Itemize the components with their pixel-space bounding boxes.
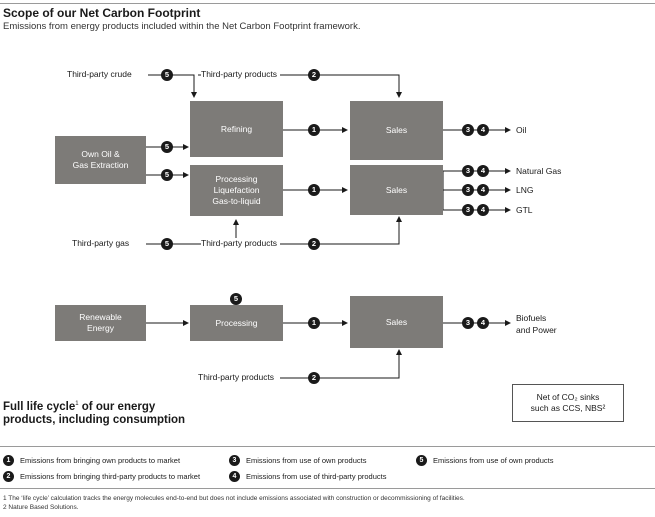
legend-top-rule (0, 446, 655, 447)
footnote-2: 2 Nature Based Solutions. (3, 504, 79, 511)
refining-box: Refining (190, 101, 283, 157)
badge-1-refining: 1 (308, 124, 320, 136)
output-biofuels-power: Biofuels and Power (516, 313, 557, 335)
legend-bottom-rule (0, 488, 655, 489)
label-third-party-products-top: Third-party products (201, 69, 281, 80)
legend-text-5: Emissions from use of own products (433, 456, 554, 465)
legend-badge-1: 1 (3, 455, 14, 466)
badge-1-processing: 1 (308, 184, 320, 196)
badge-5-crude: 5 (161, 69, 173, 81)
footnote-1: 1 The ‘life cycle’ calculation tracks th… (3, 495, 465, 502)
legend-text-2: Emissions from bringing third-party prod… (20, 472, 201, 481)
badge-3-gtl: 3 (462, 204, 474, 216)
badge-5-ownoil-processing: 5 (161, 169, 173, 181)
badge-4-natural-gas: 4 (477, 165, 489, 177)
label-third-party-gas: Third-party gas (72, 238, 130, 248)
output-natural-gas: Natural Gas (516, 166, 562, 176)
legend-badge-2: 2 (3, 471, 14, 482)
output-gtl: GTL (516, 205, 533, 215)
badge-3-biofuels: 3 (462, 317, 474, 329)
badge-5-ownoil-refining: 5 (161, 141, 173, 153)
processing-box-top: Processing Liquefaction Gas-to-liquid (190, 165, 283, 216)
badge-4-lng: 4 (477, 184, 489, 196)
sales-oil-box: Sales (350, 101, 443, 160)
badge-3-oil: 3 (462, 124, 474, 136)
legend-badge-5: 5 (416, 455, 427, 466)
output-oil: Oil (516, 125, 527, 135)
co2-sinks-box: Net of CO₂ sinks such as CCS, NBS² (512, 384, 624, 422)
legend-badge-4: 4 (229, 471, 240, 482)
legend-badge-3: 3 (229, 455, 240, 466)
renewable-box: Renewable Energy (55, 305, 146, 341)
sales-gas-box: Sales (350, 165, 443, 215)
badge-2-tp-products-top: 2 (308, 69, 320, 81)
badge-3-lng: 3 (462, 184, 474, 196)
badge-3-natural-gas: 3 (462, 165, 474, 177)
processing-box-bottom: Processing (190, 305, 283, 341)
badge-4-gtl: 4 (477, 204, 489, 216)
legend-item-3: 3 Emissions from use of own products (229, 455, 366, 466)
legend-text-1: Emissions from bringing own products to … (20, 456, 181, 465)
badge-4-biofuels: 4 (477, 317, 489, 329)
badge-2-tp-products-bottom: 2 (308, 372, 320, 384)
badge-2-tp-products-mid: 2 (308, 238, 320, 250)
label-third-party-products-mid: Third-party products (201, 238, 281, 249)
legend-item-2: 2 Emissions from bringing third-party pr… (3, 471, 200, 482)
legend-text-4: Emissions from use of third-party produc… (246, 472, 387, 481)
header-rule (0, 3, 655, 4)
sinks-line-2: such as CCS, NBS² (530, 403, 606, 413)
sinks-line-1: Net of CO₂ sinks (536, 392, 600, 402)
tp-products-bottom-to-sales (280, 349, 402, 379)
badge-4-oil: 4 (477, 124, 489, 136)
label-third-party-products-bottom: Third-party products (198, 372, 275, 382)
badge-5-processing-bottom: 5 (230, 293, 242, 305)
sales-box-bottom: Sales (350, 296, 443, 348)
label-third-party-crude: Third-party crude (67, 69, 132, 79)
page-subtitle: Emissions from energy products included … (3, 21, 361, 32)
legend-item-4: 4 Emissions from use of third-party prod… (229, 471, 386, 482)
legend-item-5: 5 Emissions from use of own products (416, 455, 553, 466)
badge-5-gas: 5 (161, 238, 173, 250)
lifecycle-heading: Full life cycle1 of our energy products,… (3, 400, 186, 426)
page-title: Scope of our Net Carbon Footprint (3, 6, 201, 20)
own-oil-gas-box: Own Oil & Gas Extraction (55, 136, 146, 184)
badge-1-bottom: 1 (308, 317, 320, 329)
output-lng: LNG (516, 185, 534, 195)
legend-item-1: 1 Emissions from bringing own products t… (3, 455, 180, 466)
legend-text-3: Emissions from use of own products (246, 456, 367, 465)
